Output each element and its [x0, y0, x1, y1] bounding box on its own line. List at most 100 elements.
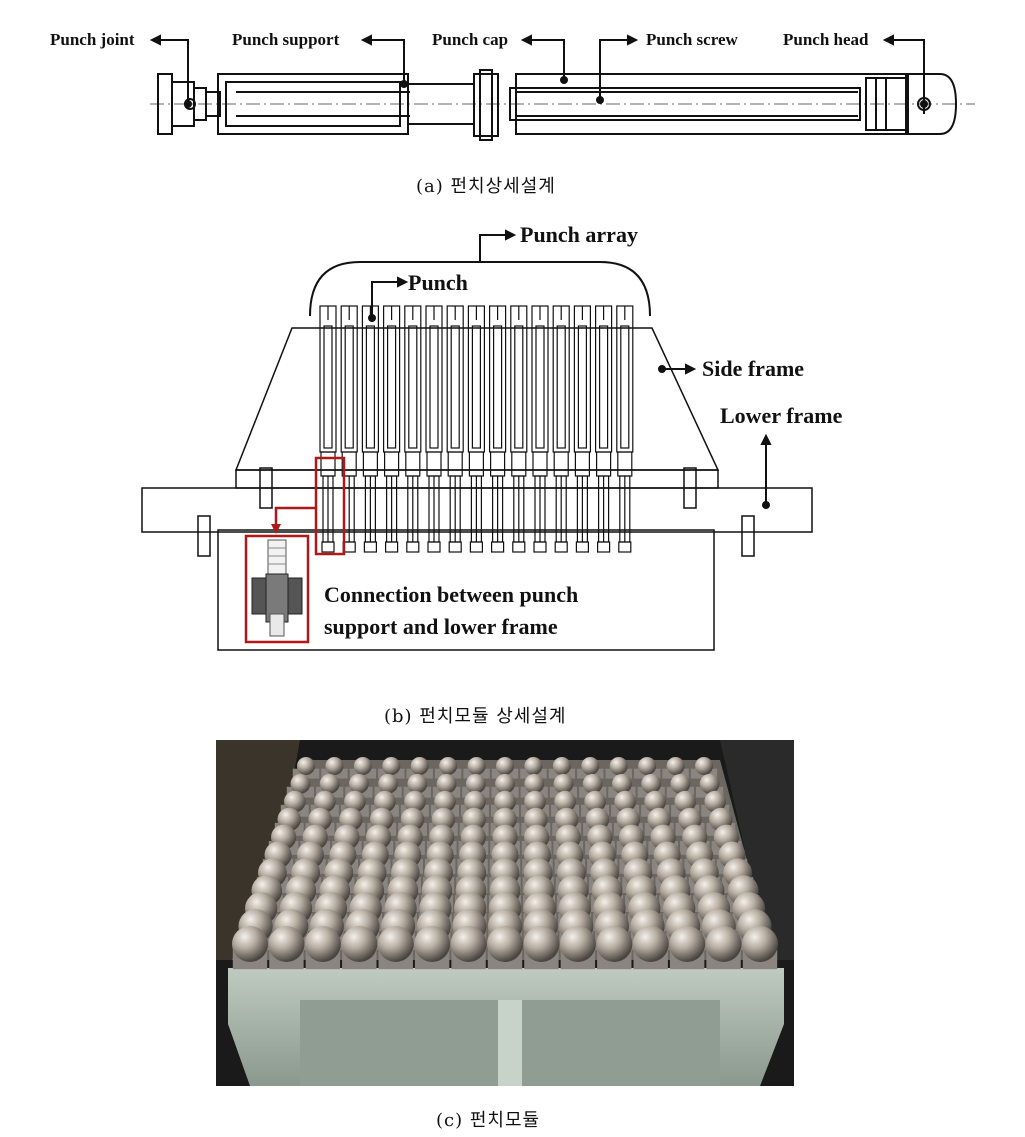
punch-ball [612, 773, 632, 794]
punch-column-part [512, 541, 526, 553]
punch-column-part [514, 325, 524, 449]
punch-ball [554, 807, 579, 832]
punch-ball [319, 773, 340, 794]
punch-ball [552, 757, 571, 775]
punch-ball [609, 757, 628, 775]
connection-inset-illustration [251, 539, 303, 637]
punch-label: Punch [408, 270, 468, 295]
punch-column-part [365, 325, 375, 449]
punch-column-part [344, 325, 354, 449]
punch-ball [325, 757, 344, 775]
punch-screw-part [509, 73, 909, 135]
punch-column-part [427, 541, 441, 553]
punch-ball [284, 790, 306, 813]
punch-ball [431, 807, 456, 832]
punch-ball [670, 773, 691, 794]
caption-a: (a) 펀치상세설계 [416, 176, 556, 197]
connection-highlight-box [314, 456, 346, 556]
punch-column-part [598, 325, 609, 449]
punch-column-part [450, 325, 460, 449]
punch-ball [554, 790, 576, 813]
punch-ball [344, 790, 366, 813]
lower-frame-box [217, 529, 715, 651]
punch-ball [464, 790, 486, 813]
punch-ball [494, 790, 516, 813]
punch-column-part [620, 325, 630, 449]
connection-label-line1: Connection between punch [324, 582, 579, 607]
punch-ball [465, 773, 486, 794]
punch-ball [487, 926, 523, 962]
punch-support-part [217, 73, 475, 135]
punch-ball [434, 790, 456, 813]
punch-ball [582, 773, 603, 794]
punch-ball [314, 790, 336, 813]
punch-ball [742, 926, 778, 962]
punch-ball [699, 773, 720, 794]
punch-ball [410, 757, 429, 775]
punch-ball [382, 757, 401, 775]
punch-ball [407, 773, 428, 794]
punch-ball [378, 773, 398, 794]
punch-ball [581, 757, 600, 775]
punch-array-columns [319, 305, 634, 553]
punch-ball [669, 926, 706, 962]
punch-support-label: Punch support [232, 30, 340, 49]
lower-frame-label: Lower frame [720, 403, 843, 428]
punch-ball [404, 790, 426, 813]
caption-b: (b) 펀치모듈 상세설계 [384, 706, 567, 727]
punch-ball [524, 773, 545, 794]
punch-ball [304, 926, 341, 962]
connection-label-line2: support and lower frame [324, 614, 558, 639]
punch-column-part [533, 541, 547, 553]
punch-ball [674, 790, 696, 813]
punch-column-part [493, 325, 503, 449]
punch-ball [524, 807, 548, 832]
punch-column-part [618, 541, 632, 553]
punch-ball [493, 807, 517, 832]
punch-column-part [448, 541, 462, 553]
punch-ball [414, 926, 451, 962]
punch-column-part [323, 325, 333, 449]
punch-column-part [491, 541, 505, 553]
punch-ball [268, 926, 305, 962]
side-frame-label: Side frame [702, 356, 805, 381]
punch-column-part [385, 541, 399, 553]
punch-array-label: Punch array [520, 222, 638, 247]
punch-ball [439, 757, 458, 775]
punch-ball [353, 757, 372, 775]
punch-column-part [535, 325, 545, 449]
punch-ball [462, 807, 486, 832]
punch-ball [559, 926, 596, 962]
punch-column-part [429, 325, 439, 449]
punch-column-part [387, 325, 397, 449]
punch-cap-label: Punch cap [432, 30, 509, 49]
punch-screw-label: Punch screw [646, 30, 738, 49]
punch-column-part [577, 325, 588, 449]
punch-ball [450, 926, 487, 962]
punch-column-part [596, 541, 611, 553]
punch-ball [641, 773, 662, 794]
punch-column-part [469, 541, 483, 553]
punch-column-part [363, 541, 377, 553]
connection-inset-box [244, 534, 310, 644]
caption-c: (c) 펀치모듈 [436, 1110, 541, 1131]
punch-ball [341, 926, 378, 962]
punch-joint-part [157, 73, 221, 135]
punch-ball [495, 773, 515, 794]
punch-ball [232, 926, 268, 962]
punch-column-part [556, 325, 566, 449]
punch-ball [290, 773, 311, 794]
punch-head-label: Punch head [783, 30, 869, 49]
punch-column-part [575, 541, 590, 553]
punch-ball [614, 790, 636, 813]
punch-column-part [406, 541, 420, 553]
punch-ball [644, 790, 666, 813]
punch-column-part [554, 541, 568, 553]
punch-column-part [408, 325, 418, 449]
punch-ball [596, 926, 633, 962]
punch-ball [297, 757, 315, 775]
punch-ball [705, 926, 742, 962]
